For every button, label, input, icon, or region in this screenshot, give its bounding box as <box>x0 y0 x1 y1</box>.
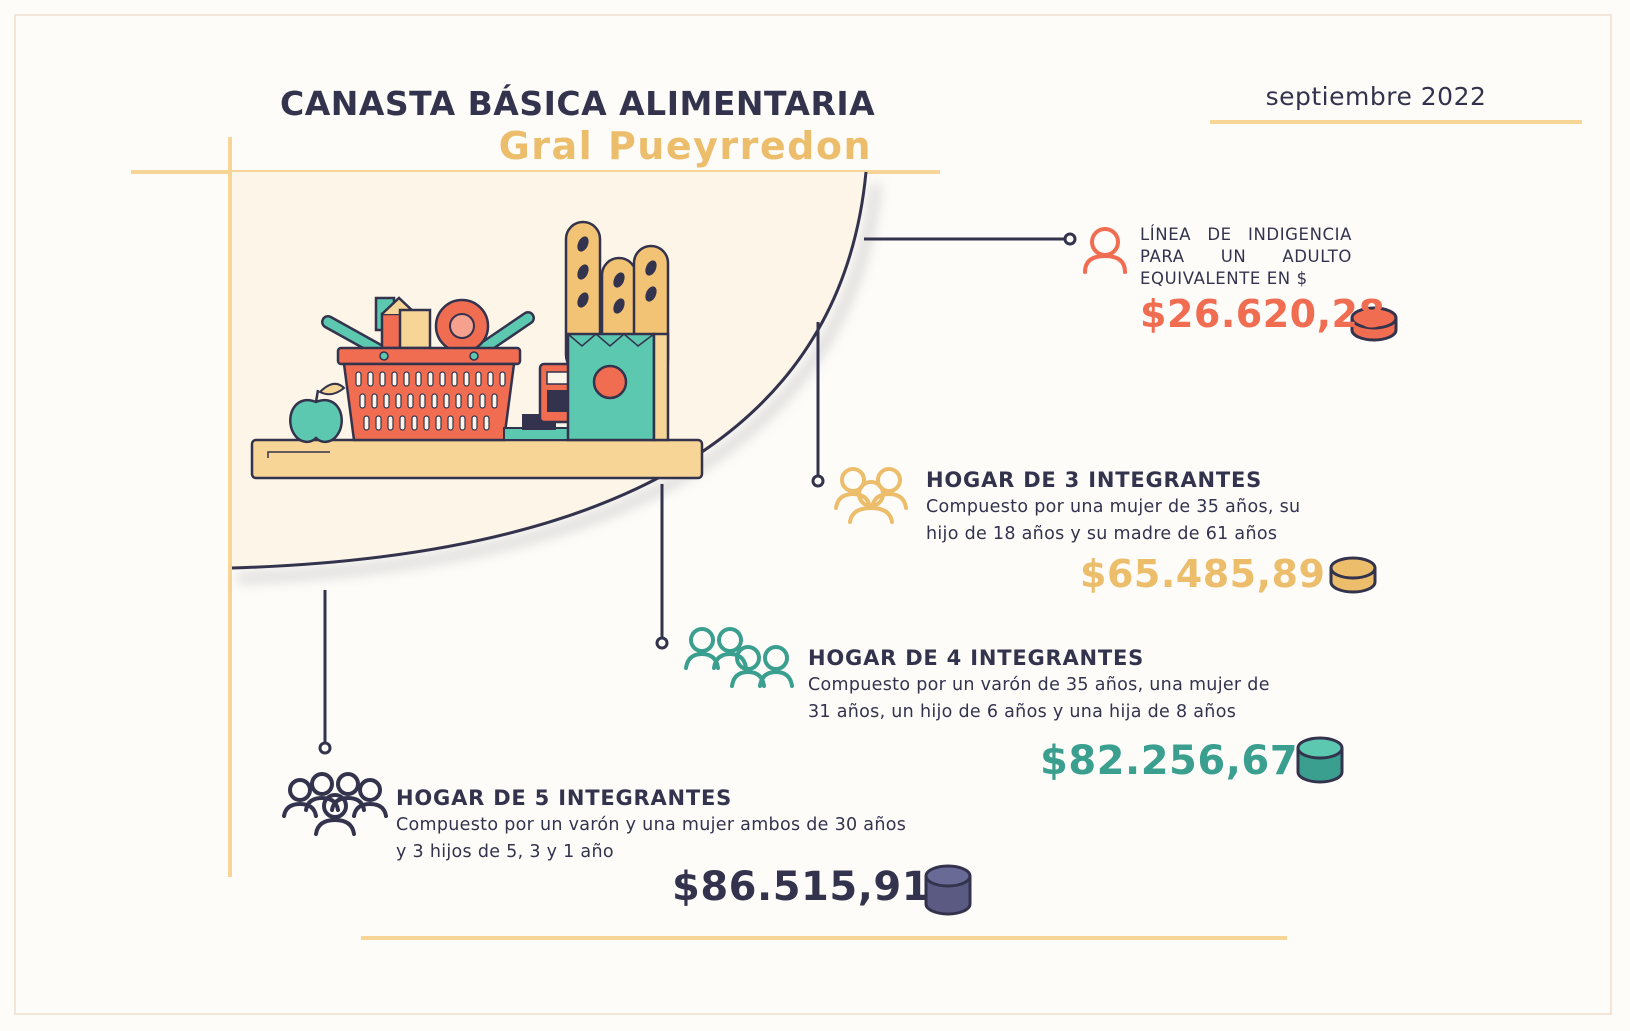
hogar-5-value: $86.515,91 <box>672 864 931 910</box>
bread-bag-icon <box>564 220 670 442</box>
hogar-5-desc-line: Compuesto por un varón y una mujer ambos… <box>396 815 907 835</box>
coin-icon <box>1329 556 1377 594</box>
family-3-icon <box>834 467 908 524</box>
family-5-icon <box>282 772 388 836</box>
indigencia-label-line: EQUIVALENTE EN $ <box>1140 269 1308 288</box>
person-icon <box>1083 227 1127 274</box>
connector-lines <box>318 232 1077 755</box>
family-4-icon <box>684 627 794 688</box>
shelf-icon <box>250 438 704 480</box>
indigencia-value: $26.620,28 <box>1140 292 1386 336</box>
hogar-4-desc-line: Compuesto por un varón de 35 años, una m… <box>808 675 1270 695</box>
hogar-4-desc: Compuesto por un varón de 35 años, una m… <box>808 672 1270 726</box>
date-label: septiembre 2022 <box>1265 82 1487 111</box>
hogar-5-title: HOGAR DE 5 INTEGRANTES <box>396 786 733 810</box>
coin-icon <box>1350 306 1398 342</box>
hogar-3-desc-line: Compuesto por una mujer de 35 años, su <box>926 497 1301 517</box>
hogar-3-desc: Compuesto por una mujer de 35 años, su h… <box>926 494 1300 548</box>
apple-icon <box>289 382 346 444</box>
page-title: CANASTA BÁSICA ALIMENTARIA <box>280 84 876 123</box>
indigencia-label: LÍNEA DE INDIGENCIA PARA UN ADULTO EQUIV… <box>1140 224 1352 290</box>
hogar-4-value: $82.256,67 <box>1040 738 1299 784</box>
hogar-5-desc: Compuesto por un varón y una mujer ambos… <box>396 812 906 866</box>
coin-icon <box>924 864 972 916</box>
hogar-4-title: HOGAR DE 4 INTEGRANTES <box>808 646 1145 670</box>
hogar-5-desc-line: y 3 hijos de 5, 3 y 1 año <box>396 842 614 862</box>
hogar-3-desc-line: hijo de 18 años y su madre de 61 años <box>926 524 1278 544</box>
page-frame <box>14 14 1612 1015</box>
basket-icon <box>321 296 535 442</box>
hogar-4-desc-line: 31 años, un hijo de 6 años y una hija de… <box>808 702 1237 722</box>
hogar-3-value: $65.485,89 <box>1080 552 1326 596</box>
page-subtitle: Gral Pueyrredon <box>498 124 872 168</box>
indigencia-label-line: LÍNEA DE INDIGENCIA <box>1140 225 1352 244</box>
hogar-3-title: HOGAR DE 3 INTEGRANTES <box>926 468 1263 492</box>
indigencia-label-line: PARA UN ADULTO <box>1140 247 1352 266</box>
coin-icon <box>1296 736 1344 784</box>
